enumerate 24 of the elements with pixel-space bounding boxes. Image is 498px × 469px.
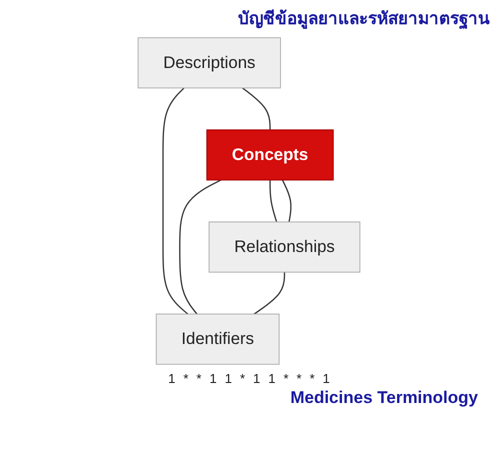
connector (282, 180, 292, 222)
node-box: Relationships (208, 222, 360, 273)
multiplicity-label: 1 (168, 371, 176, 386)
multiplicity-label: 1 (322, 371, 330, 386)
multiplicity-label: * (183, 371, 188, 386)
node-box: Concepts (206, 129, 334, 180)
multiplicity-label: 1 (209, 371, 217, 386)
multiplicity-label: 1 (224, 371, 232, 386)
multiplicity-label: * (310, 371, 315, 386)
multiplicity-label: * (283, 371, 289, 386)
caption: Medicines Terminology (289, 387, 479, 408)
node-box: Identifiers (156, 314, 280, 365)
multiplicity-label: * (296, 371, 302, 386)
connector (269, 180, 278, 222)
connector (179, 180, 222, 314)
multiplicity-label: 1 (253, 371, 260, 386)
multiplicity-label: * (196, 371, 202, 386)
multiplicity-label: * (240, 371, 245, 386)
title: บัญชีข้อมูลยาและรหัสยามาตรฐาน (237, 8, 491, 31)
connector (242, 87, 271, 130)
multiplicity-label: 1 (268, 371, 276, 386)
connector (162, 88, 188, 315)
connector (254, 272, 286, 315)
node-box: Descriptions (138, 37, 281, 88)
